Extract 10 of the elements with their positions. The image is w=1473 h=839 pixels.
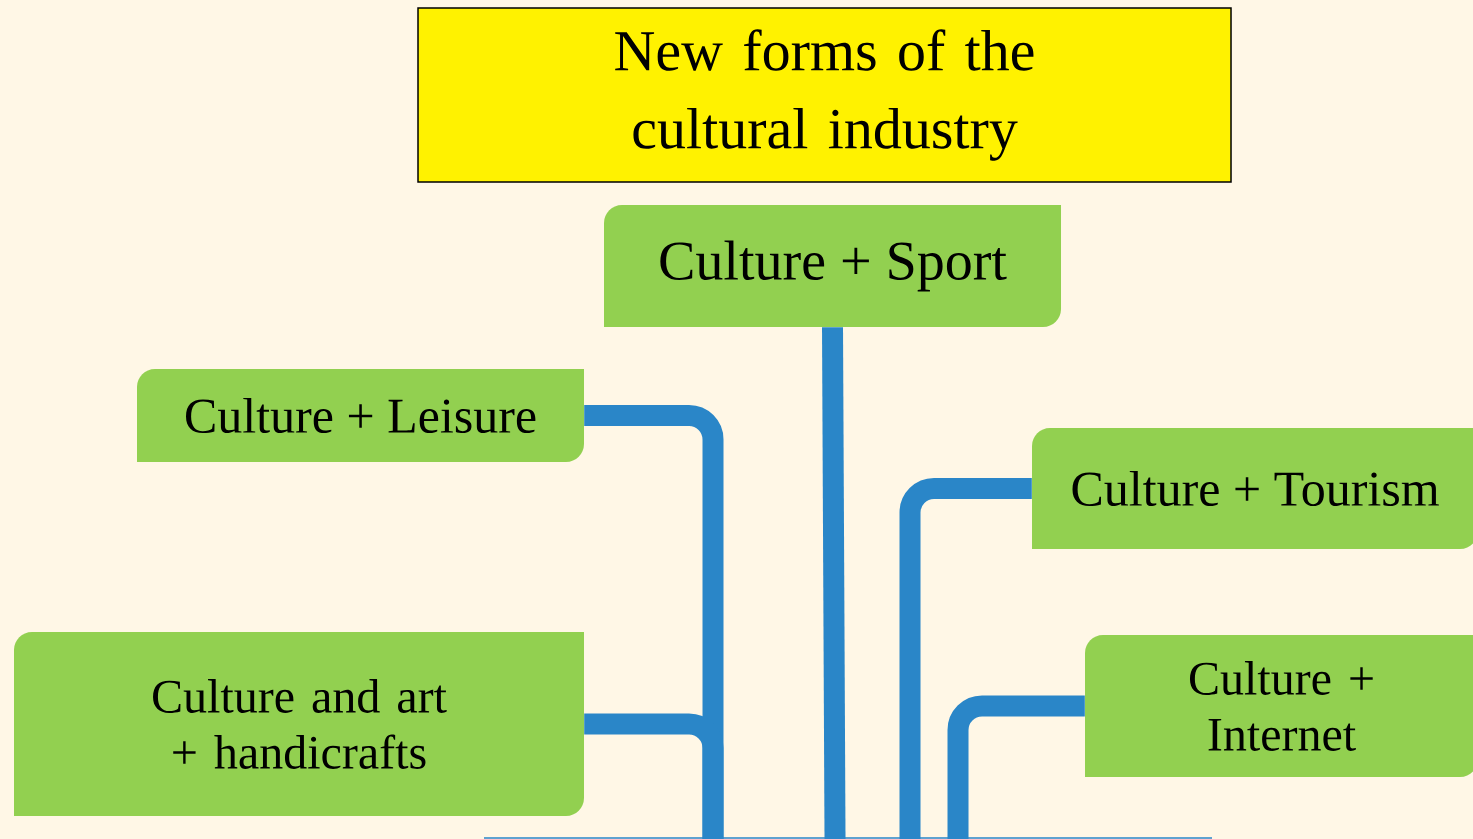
label-box: Culture + Tourism	[1032, 428, 1473, 549]
title-box: New forms of the cultural industry	[417, 7, 1232, 183]
connector-line	[822, 327, 846, 839]
connector-line	[899, 478, 1032, 839]
label-box: Culture + Internet	[1085, 635, 1473, 777]
connector-line	[947, 695, 1085, 839]
connector-line	[584, 713, 724, 839]
label-box: Culture + Sport	[604, 205, 1061, 327]
label-box: Culture + Leisure	[137, 369, 584, 462]
label-box: Culture and art + handicrafts	[14, 632, 584, 816]
